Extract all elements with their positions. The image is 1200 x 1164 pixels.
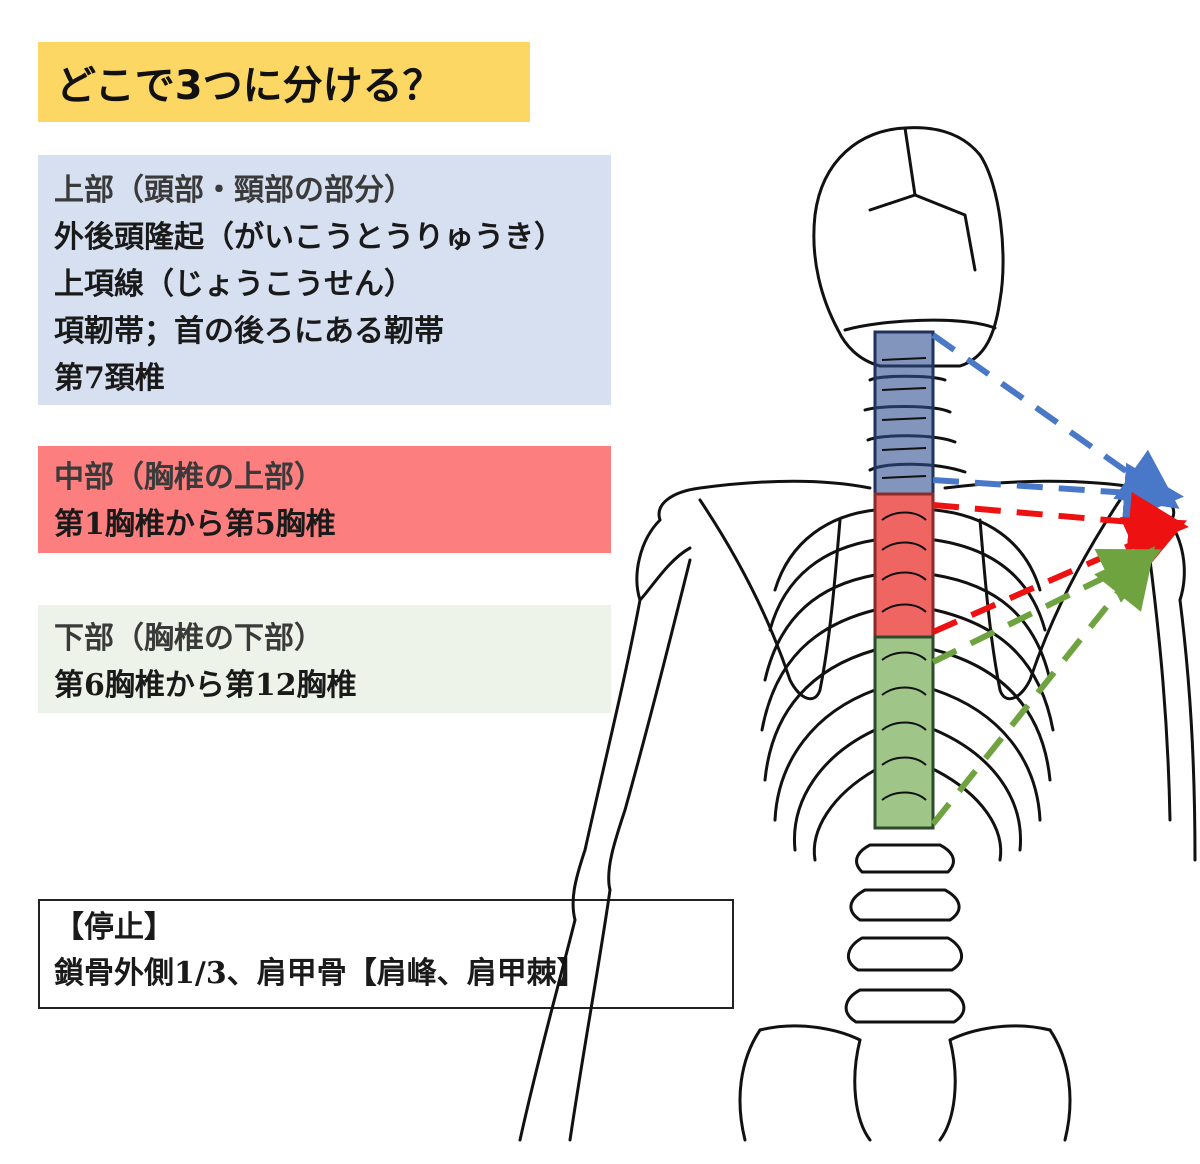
upper-heading: 上部（頭部・頸部の部分） — [54, 173, 414, 208]
title-banner: どこで3つに分ける？ — [38, 42, 530, 122]
lower-part-box: 下部（胸椎の下部） 第6胸椎から第12胸椎 — [38, 605, 611, 713]
lumbar-spine — [844, 843, 966, 1024]
lower-line-1: 第6胸椎から第12胸椎 — [54, 668, 357, 703]
upper-line-3: 項靭帯；首の後ろにある靭帯 — [54, 314, 444, 349]
insertion-box: 【停止】 鎖骨外側1/3、肩甲骨【肩峰、肩甲棘】 — [38, 899, 734, 1009]
middle-arrow-1 — [932, 492, 1189, 552]
upper-line-1: 外後頭隆起（がいこうとうりゅうき） — [54, 220, 564, 255]
page-title: どこで3つに分ける？ — [56, 63, 443, 109]
lower-segment-overlay — [873, 635, 935, 830]
skull — [812, 126, 1005, 368]
lower-heading: 下部（胸椎の下部） — [54, 621, 324, 656]
middle-part-box: 中部（胸椎の上部） 第1胸椎から第5胸椎 — [38, 446, 611, 553]
insertion-text: 鎖骨外側1/3、肩甲骨【肩峰、肩甲棘】 — [54, 956, 587, 991]
upper-arrow-2 — [932, 462, 1184, 523]
skeleton-illustration — [518, 126, 1197, 1142]
upper-part-box: 上部（頭部・頸部の部分） 外後頭隆起（がいこうとうりゅうき） 上項線（じょうこう… — [38, 155, 611, 405]
left-clavicle — [657, 479, 872, 522]
left-scapula — [698, 498, 842, 701]
upper-line-2: 上項線（じょうこうせん） — [54, 267, 414, 302]
middle-line-1: 第1胸椎から第5胸椎 — [54, 507, 336, 542]
lower-arrow-2 — [930, 546, 1155, 826]
upper-segment-overlay — [873, 330, 935, 496]
rib-cage — [760, 508, 1055, 862]
upper-arrow-1 — [931, 332, 1180, 509]
lower-arrow-1 — [931, 549, 1162, 665]
middle-heading: 中部（胸椎の上部） — [54, 460, 324, 495]
upper-line-4: 第7頚椎 — [54, 361, 165, 396]
pelvis — [738, 1028, 1072, 1142]
left-humerus — [571, 598, 642, 922]
middle-segment-overlay — [873, 492, 935, 639]
right-humerus — [1178, 598, 1197, 862]
insertion-heading: 【停止】 — [54, 910, 174, 945]
